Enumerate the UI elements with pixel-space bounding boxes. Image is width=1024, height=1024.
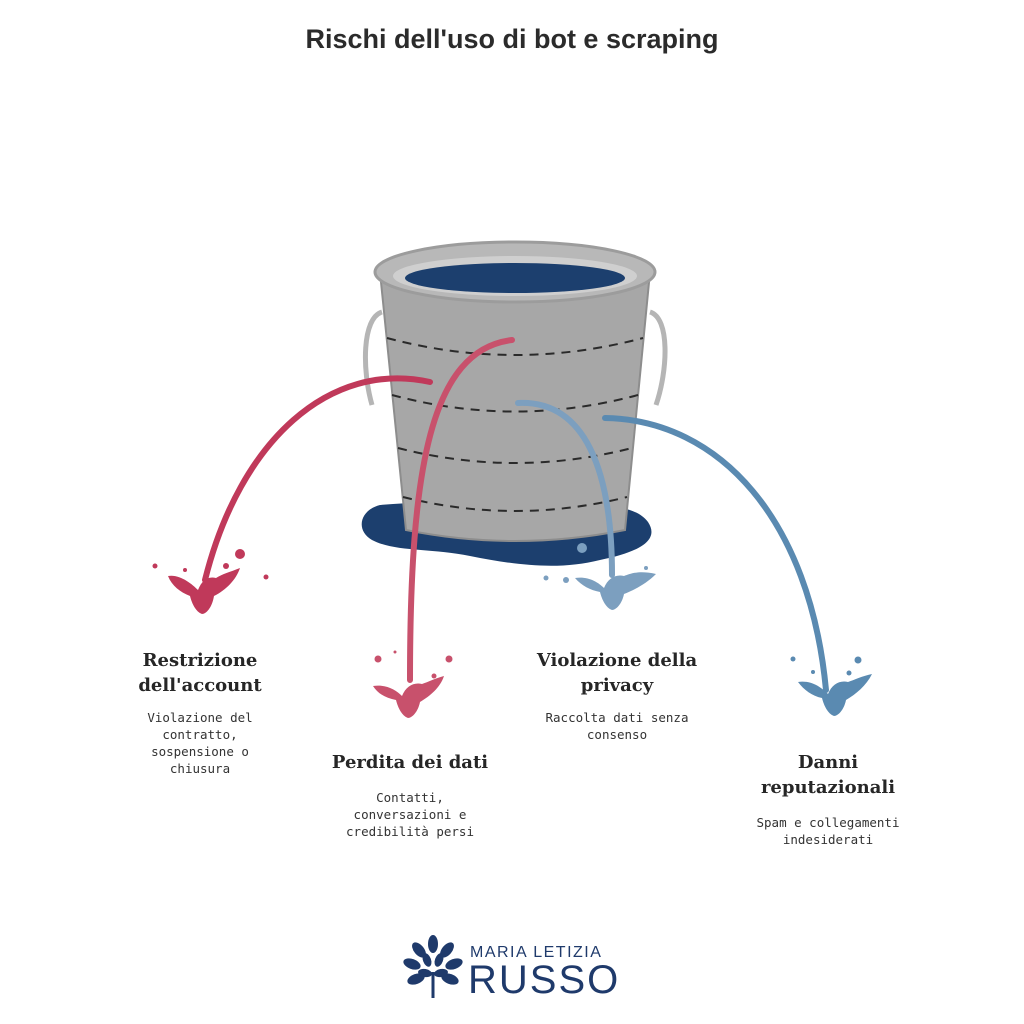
risk-desc-line: contratto,: [162, 727, 238, 742]
risk-desc-line: Contatti,: [376, 790, 444, 805]
stream-privacy: [515, 399, 615, 578]
bucket-stitching: [386, 337, 644, 512]
risk-desc-perdita: Contatti, conversazioni e credibilità pe…: [320, 789, 500, 840]
risk-desc-line: chiusura: [169, 761, 231, 776]
risk-desc-line: credibilità persi: [346, 824, 474, 839]
bucket-water-surface: [405, 263, 625, 293]
risk-desc-line: indesiderati: [782, 832, 874, 847]
risk-desc-line: Raccolta dati senza: [545, 710, 689, 725]
splash-reputazione: [790, 656, 872, 716]
risk-desc-line: Violazione del: [147, 710, 253, 725]
stream-perdita: [407, 337, 515, 683]
logo-name-small: MARIA LETIZIA: [470, 944, 603, 961]
splash-restrizione: [152, 549, 269, 614]
bucket-body: [378, 271, 652, 542]
risk-title-line: Danni: [797, 752, 859, 773]
risk-desc-reputazione: Spam e collegamenti indesiderati: [723, 814, 933, 848]
risk-desc-line: consenso: [586, 727, 648, 742]
risk-title-line: Perdita dei dati: [331, 752, 489, 773]
diagram-title: Rischi dell'uso di bot e scraping: [305, 24, 719, 54]
risk-desc-line: conversazioni e: [353, 807, 467, 822]
splash-privacy: [543, 543, 656, 610]
risk-title-reputazione: Danni reputazionali: [728, 750, 928, 800]
risk-title-line: reputazionali: [760, 777, 896, 798]
risk-desc-line: sospensione o: [151, 744, 249, 759]
tree-icon: [403, 935, 463, 998]
risk-title-privacy: Violazione della privacy: [507, 648, 727, 698]
risk-title-restrizione: Restrizione dell'account: [100, 648, 300, 698]
splash-perdita: [373, 650, 453, 718]
risk-desc-restrizione: Violazione del contratto, sospensione o …: [110, 709, 290, 777]
risk-desc-privacy: Raccolta dati senza consenso: [517, 709, 717, 743]
stream-restrizione: [202, 375, 433, 583]
logo-name-large: RUSSO: [468, 958, 621, 1002]
risk-title-line: Violazione della: [536, 650, 698, 671]
risk-title-line: privacy: [580, 675, 654, 696]
stream-reputazione: [602, 415, 829, 693]
risk-title-perdita: Perdita dei dati: [310, 750, 510, 775]
risk-title-line: Restrizione: [142, 650, 258, 671]
risk-desc-line: Spam e collegamenti: [756, 815, 900, 830]
bucket-handle: [363, 309, 668, 406]
risk-title-line: dell'account: [138, 675, 262, 696]
